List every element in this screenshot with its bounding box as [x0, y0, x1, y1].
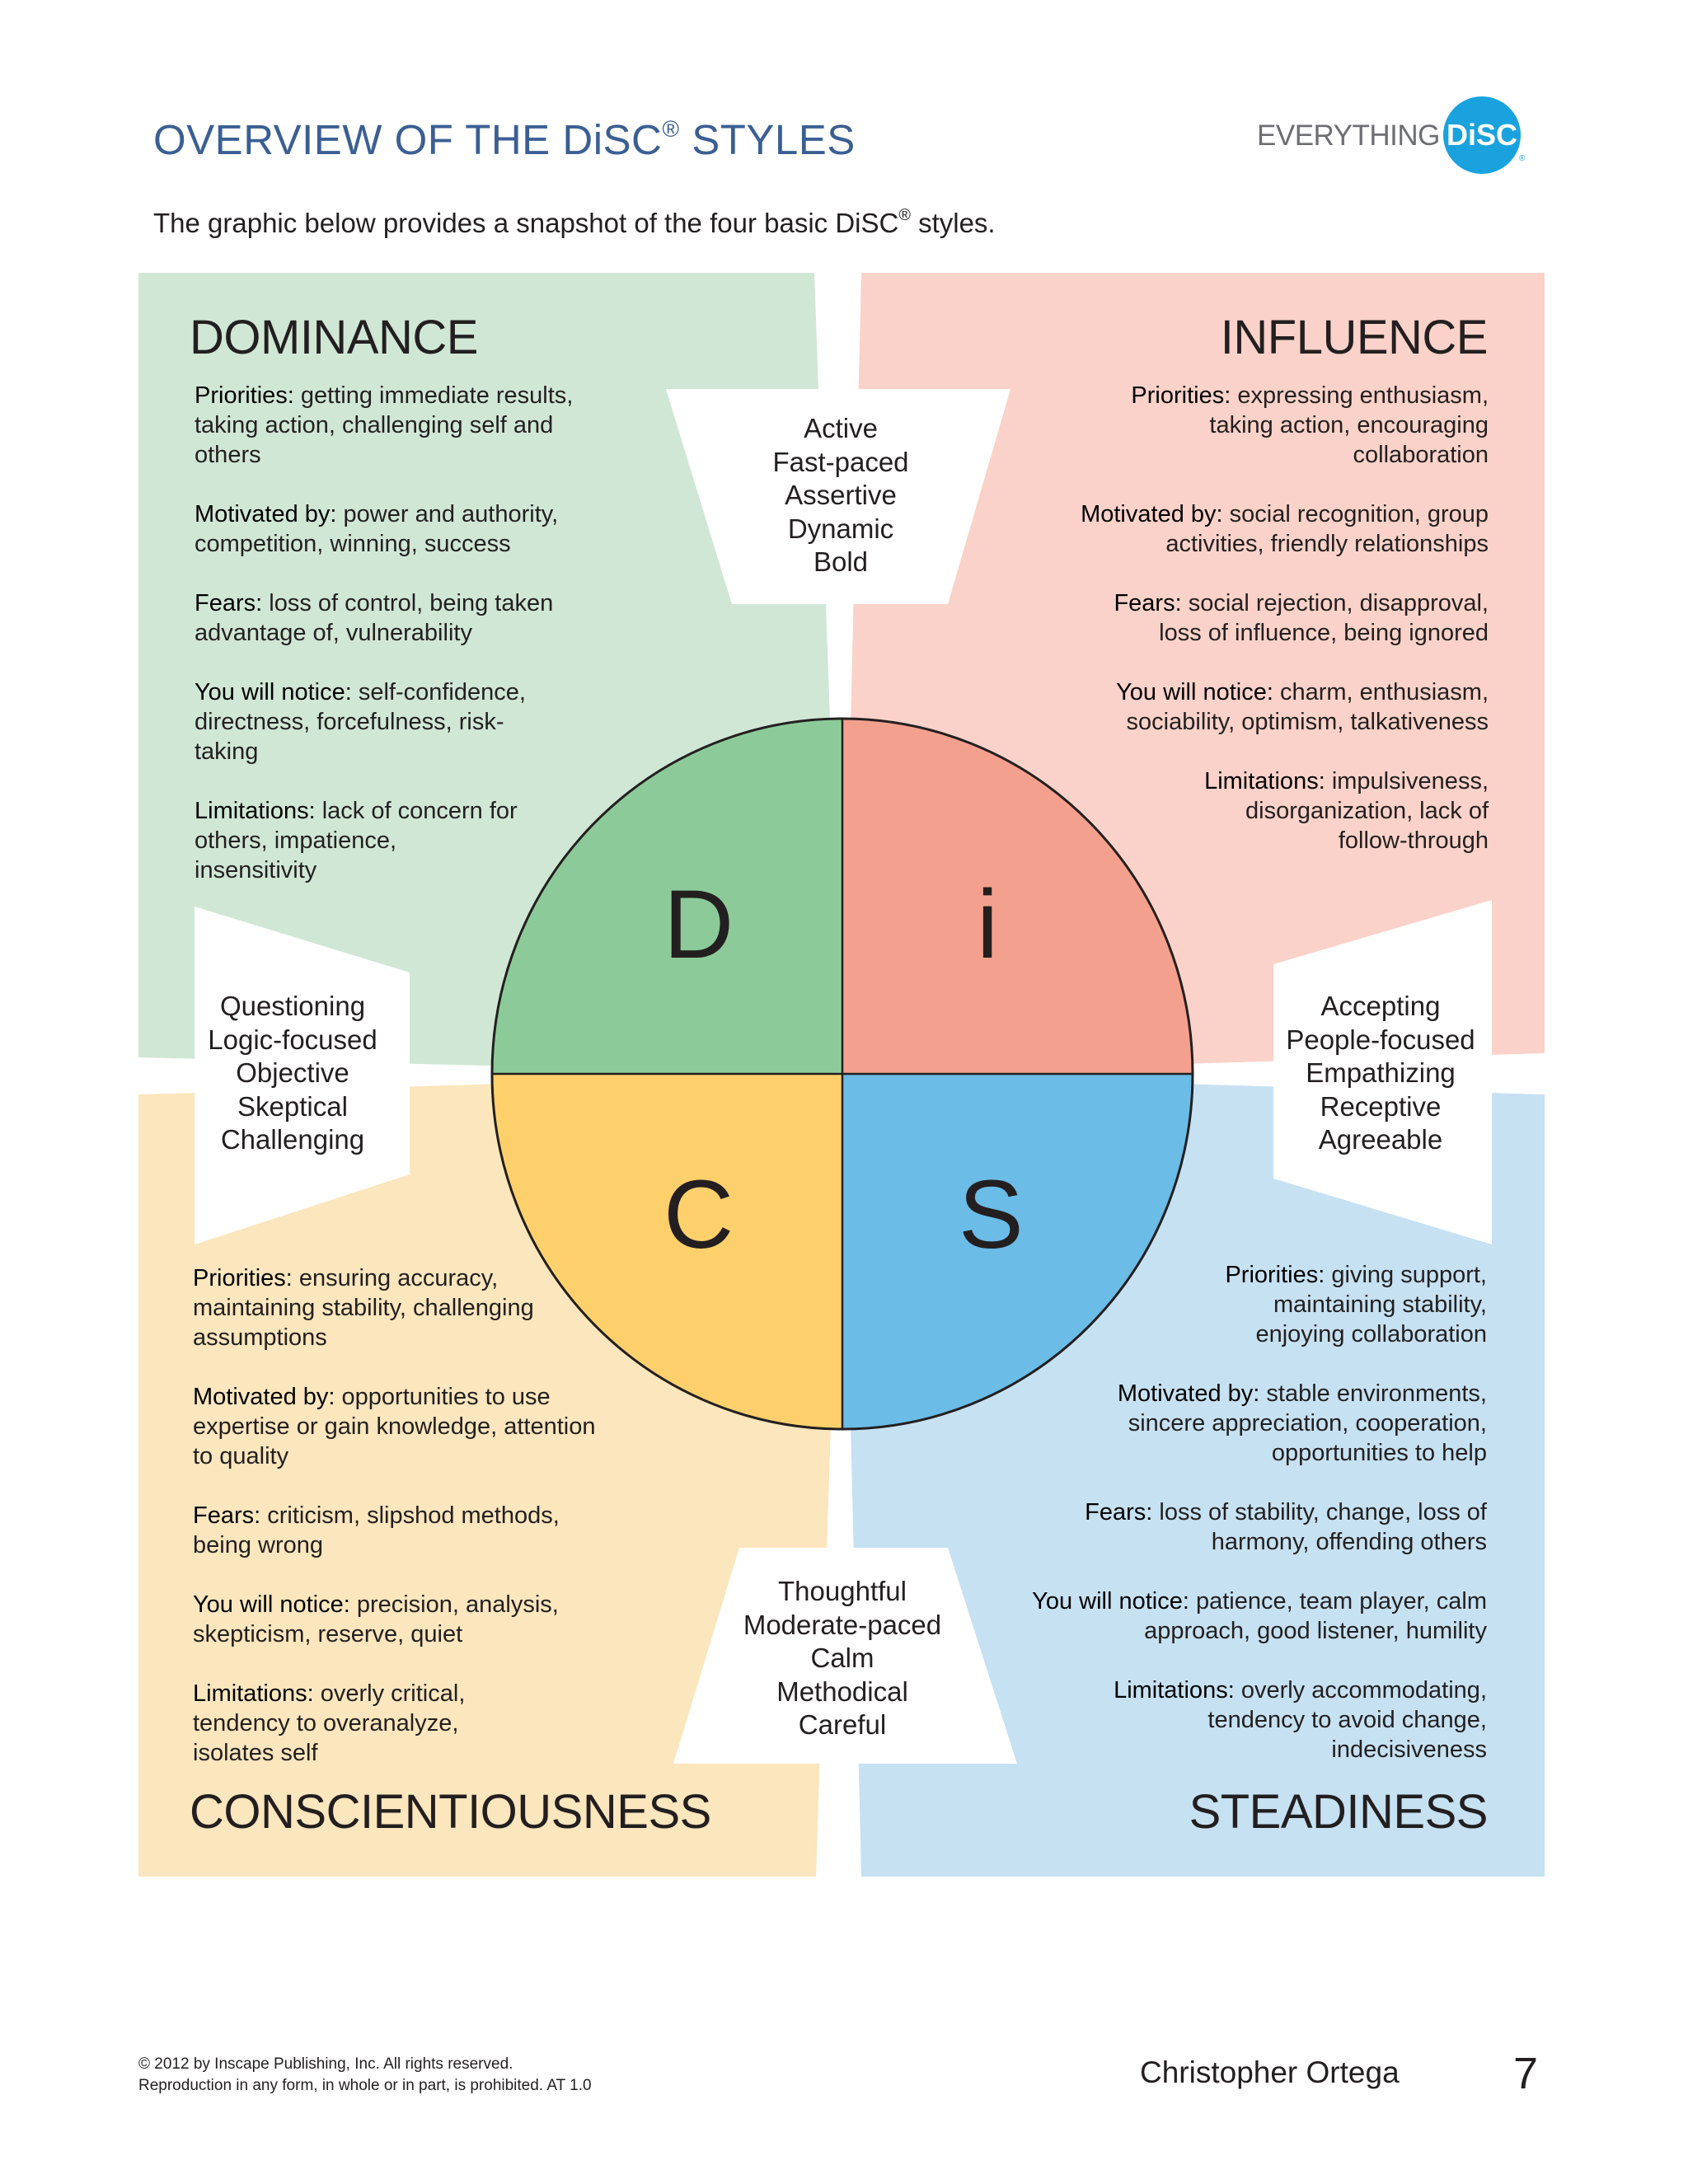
conscientiousness-priorities: Priorities: ensuring accuracy, maintaini… — [193, 1265, 534, 1351]
trait-item: Dynamic — [787, 513, 894, 544]
influence-you-will-notice: You will notice: charm, enthusiasm, soci… — [1116, 679, 1489, 735]
logo-wordmark: EVERYTHING — [1257, 120, 1440, 152]
trait-item: Bold — [813, 546, 869, 577]
conscientiousness-limitations: Limitations: overly critical, tendency t… — [193, 1680, 466, 1766]
influence-heading: INFLUENCE — [1220, 311, 1489, 364]
steadiness-you-will-notice: You will notice: patience, team player, … — [1032, 1588, 1487, 1644]
influence-limitations: Limitations: impulsiveness, disorganizat… — [1204, 768, 1489, 854]
c-letter: C — [663, 1160, 734, 1269]
conscientiousness-you-will-notice: You will notice: precision, analysis, sk… — [193, 1591, 559, 1647]
top-trait-box — [666, 389, 1010, 604]
logo-registered-mark: ® — [1519, 154, 1526, 163]
trait-item: Calm — [810, 1643, 874, 1673]
i-quadrant — [842, 719, 1193, 1074]
page-title: OVERVIEW OF THE DiSC® STYLES — [153, 115, 856, 163]
trait-item: Assertive — [785, 480, 897, 510]
copyright-notice: © 2012 by Inscape Publishing, Inc. All r… — [138, 2054, 592, 2097]
trait-item: Methodical — [776, 1675, 908, 1707]
trait-item: Fast-paced — [772, 446, 909, 477]
dominance-heading: DOMINANCE — [190, 311, 478, 364]
trait-item: Objective — [236, 1057, 349, 1088]
left-traits: Questioning Logic-focused Objective Skep… — [181, 990, 404, 1157]
d-quadrant — [492, 719, 842, 1074]
copyright-line: © 2012 by Inscape Publishing, Inc. All r… — [138, 2055, 513, 2073]
footer-name: Christopher Ortega — [1140, 2055, 1400, 2089]
trait-item: Thoughtful — [778, 1576, 907, 1606]
d-letter: D — [663, 870, 734, 979]
steadiness-limitations: Limitations: overly accommodating, tende… — [1114, 1677, 1487, 1763]
bottom-traits: Thoughtful Moderate-paced Calm Methodica… — [719, 1575, 966, 1742]
everything-disc-logo: EVERYTHING DiSC ® — [1257, 96, 1525, 176]
dominance-you-will-notice: You will notice: self-confidence, direct… — [195, 679, 526, 765]
influence-priorities: Priorities: expressing enthusiasm, takin… — [1131, 382, 1489, 468]
steadiness-details: Priorities: giving support, maintaining … — [992, 1260, 1487, 1794]
bottom-trait-box — [673, 1548, 1017, 1764]
right-traits: Accepting People-focused Empathizing Rec… — [1269, 990, 1492, 1157]
trait-item: Receptive — [1320, 1090, 1442, 1122]
dominance-motivated-by: Motivated by: power and authority, compe… — [195, 501, 559, 557]
conscientiousness-heading: CONSCIENTIOUSNESS — [190, 1785, 711, 1839]
dominance-limitations: Limitations: lack of concern for others,… — [195, 798, 518, 883]
page-subtitle: The graphic below provides a snapshot of… — [153, 206, 996, 238]
steadiness-heading: STEADINESS — [1189, 1785, 1489, 1839]
trait-item: Questioning — [219, 991, 366, 1021]
steadiness-priorities: Priorities: giving support, maintaining … — [1225, 1262, 1487, 1347]
s-quadrant — [842, 1074, 1193, 1429]
conscientiousness-fears: Fears: criticism, slipshod methods, bein… — [193, 1502, 560, 1558]
trait-item: Logic-focused — [208, 1024, 377, 1055]
page-number: 7 — [1513, 2049, 1539, 2098]
dominance-fears: Fears: loss of control, being taken adva… — [195, 590, 554, 646]
top-traits: Active Fast-paced Assertive Dynamic Bold — [717, 412, 964, 579]
trait-item: Careful — [798, 1709, 887, 1740]
conscientiousness-details: Priorities: ensuring accuracy, maintaini… — [193, 1263, 621, 1797]
trait-item: Agreeable — [1318, 1124, 1443, 1155]
dominance-details: Priorities: getting immediate results, t… — [195, 381, 607, 915]
trait-item: People-focused — [1286, 1024, 1475, 1055]
influence-fears: Fears: social rejection, disapproval, lo… — [1114, 590, 1489, 646]
trait-item: Skeptical — [237, 1090, 348, 1122]
i-letter: i — [977, 870, 999, 979]
conscientiousness-motivated-by: Motivated by: opportunities to use exper… — [193, 1384, 596, 1469]
c-quadrant — [492, 1074, 842, 1429]
trait-item: Accepting — [1320, 991, 1441, 1021]
trait-item: Empathizing — [1306, 1057, 1456, 1088]
trait-item: Active — [804, 413, 878, 443]
left-trait-box — [195, 907, 410, 1244]
steadiness-motivated-by: Motivated by: stable environments, since… — [1117, 1380, 1487, 1466]
logo-badge: DiSC — [1443, 96, 1521, 174]
trait-item: Challenging — [220, 1124, 365, 1155]
dominance-priorities: Priorities: getting immediate results, t… — [195, 382, 574, 468]
trait-item: Moderate-paced — [743, 1609, 942, 1640]
steadiness-fears: Fears: loss of stability, change, loss o… — [1085, 1499, 1487, 1555]
s-letter: S — [959, 1160, 1024, 1269]
influence-details: Priorities: expressing enthusiasm, takin… — [1060, 381, 1489, 885]
copyright-line: Reproduction in any form, in whole or in… — [138, 2077, 592, 2094]
right-trait-box — [1273, 900, 1492, 1244]
influence-motivated-by: Motivated by: social recognition, group … — [1081, 501, 1489, 557]
